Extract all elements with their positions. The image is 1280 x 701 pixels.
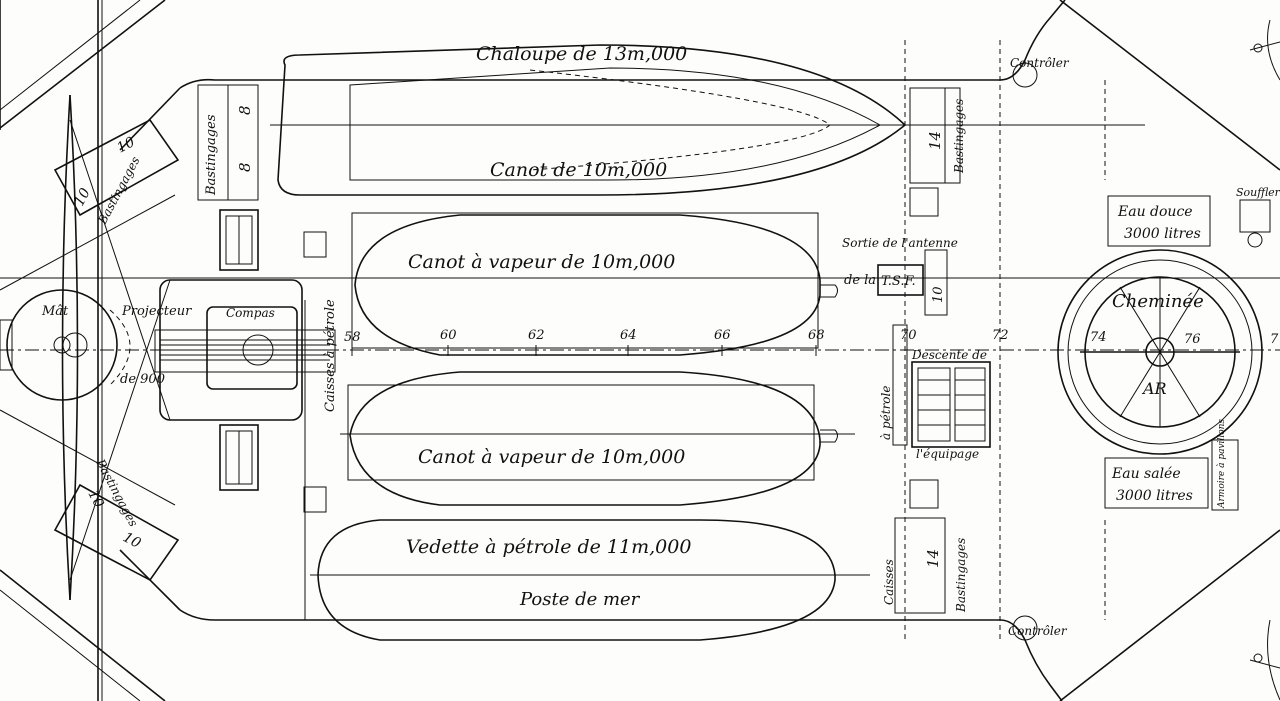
- frame-74: 74: [1090, 330, 1107, 345]
- canot-label: Canot de 10m,000: [490, 159, 667, 181]
- bastingage-block-top: Bastingages 8 8: [197, 84, 259, 201]
- dim-14-b: 14: [924, 549, 942, 568]
- dim-10-b: 10: [71, 186, 94, 209]
- dim-10-e: 10: [931, 286, 946, 303]
- crew-ladder: Descente de l'équipage à pétrole: [879, 324, 991, 461]
- compas-label: Compas: [226, 306, 275, 320]
- antenna-tsf: Sortie de l'antenne de la T.S.F. 10: [842, 236, 958, 316]
- equipage-label: l'équipage: [916, 447, 979, 461]
- projecteur-size: de 900: [120, 372, 165, 387]
- frame-78: 7: [1270, 332, 1279, 347]
- vapeur-boat-1: Canot à vapeur de 10m,000: [351, 212, 838, 356]
- caisses-petrole-label: Caisses à pétrole: [323, 299, 338, 412]
- controler-bottom: Contrôler: [1008, 615, 1068, 641]
- mast-rigging: Mât Projecteur de 900: [0, 0, 192, 701]
- bastingage-right-top: 14 Bastingages: [909, 87, 966, 184]
- small-hatches-right: [909, 187, 939, 509]
- controler-top-label: Contrôler: [1010, 56, 1070, 70]
- bastingage-right-bottom: 14 Caisses Bastingages: [882, 517, 968, 614]
- dim-8-a: 8: [236, 105, 254, 115]
- dim-10-c: 10: [84, 487, 107, 510]
- bastingages-label-e: Bastingages: [954, 538, 968, 613]
- armoire-label: Armoire à pavillons: [1216, 419, 1227, 509]
- compass-assembly: Compas: [154, 279, 336, 421]
- vapeur-1-label: Canot à vapeur de 10m,000: [408, 251, 675, 273]
- controler-top: Contrôler: [1010, 56, 1070, 88]
- bastingages-label-a: Bastingages: [204, 114, 219, 196]
- dim-8-b: 8: [236, 162, 254, 172]
- descente-label: Descente de: [911, 348, 987, 362]
- petrole-mid-label: à pétrole: [879, 386, 893, 440]
- right-edge-fittings: [1249, 19, 1280, 701]
- frame-72: 72: [992, 328, 1009, 343]
- monogram: AR: [1141, 379, 1167, 398]
- eau-douce-label: Eau douce: [1117, 204, 1193, 220]
- eau-douce-tank: Eau douce 3000 litres: [1107, 195, 1211, 247]
- hatch-left-top: [219, 209, 259, 271]
- controler-bottom-label: Contrôler: [1008, 624, 1068, 638]
- vapeur-2-label: Canot à vapeur de 10m,000: [418, 446, 685, 468]
- poste-label: Poste de mer: [519, 589, 641, 610]
- frame-70: 70: [900, 328, 917, 343]
- mat-label: Mât: [41, 304, 69, 319]
- frame-76: 76: [1184, 332, 1201, 347]
- frame-62: 62: [528, 328, 545, 343]
- cheminee-label: Cheminée: [1112, 291, 1204, 312]
- sortie-antenne-label: Sortie de l'antenne: [842, 236, 958, 250]
- dim-10-a: 10: [114, 134, 137, 157]
- frame-60: 60: [440, 328, 457, 343]
- soufflerie-unit: Soufflerie: [1236, 186, 1280, 248]
- chaloupe-label: Chaloupe de 13m,000: [476, 43, 687, 65]
- frame-68: 68: [808, 328, 825, 343]
- eau-salee-volume: 3000 litres: [1116, 488, 1193, 504]
- vedette-boat: Vedette à pétrole de 11m,000 Poste de me…: [310, 519, 870, 641]
- frame-66: 66: [714, 328, 731, 343]
- eau-douce-volume: 3000 litres: [1124, 226, 1201, 242]
- eau-salee-tank: Eau salée 3000 litres: [1104, 457, 1209, 509]
- caisses-lower-label: Caisses: [882, 559, 896, 605]
- dim-14-a: 14: [926, 131, 944, 150]
- tsf-label: T.S.F.: [881, 274, 916, 289]
- eau-salee-label: Eau salée: [1111, 466, 1181, 482]
- dim-10-d: 10: [120, 529, 143, 552]
- frame-numbers: 58 60 62 64 66 68 70 72 74 76 7: [344, 328, 1279, 356]
- chaloupe-boat: Chaloupe de 13m,000 Canot de 10m,000: [270, 43, 1145, 196]
- vapeur-boat-2: Canot à vapeur de 10m,000: [340, 371, 855, 506]
- soufflerie-label: Soufflerie: [1236, 186, 1280, 199]
- projecteur-label: Projecteur: [121, 304, 192, 319]
- vedette-label: Vedette à pétrole de 11m,000: [406, 536, 691, 558]
- frame-64: 64: [620, 328, 637, 343]
- armoire-pavillons: Armoire à pavillons: [1211, 419, 1239, 511]
- chimney: Cheminée AR: [1057, 249, 1263, 455]
- bastingages-label-d: Bastingages: [952, 99, 966, 174]
- petrol-cases-left: Caisses à pétrole: [303, 231, 338, 620]
- de-la-label: de la: [844, 273, 876, 288]
- hatch-left-bottom: [219, 424, 259, 491]
